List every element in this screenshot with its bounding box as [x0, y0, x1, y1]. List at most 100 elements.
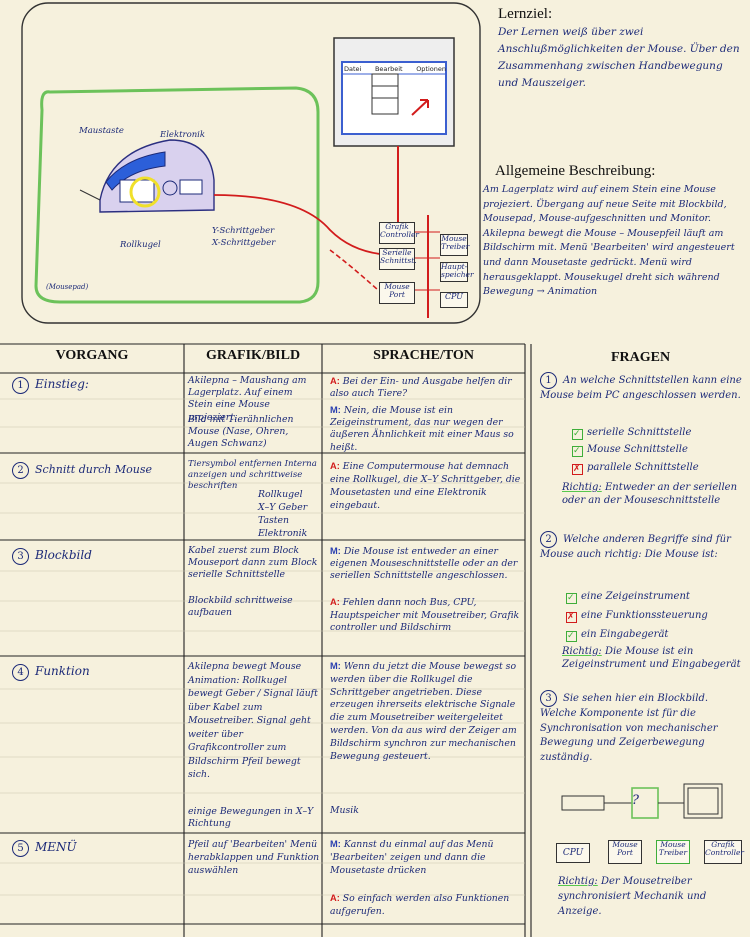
- row-number: 5: [12, 840, 29, 857]
- label-rollkugel: Rollkugel: [120, 240, 161, 250]
- lernziel-title: Lernziel:: [498, 6, 553, 22]
- speaker-m: M:: [330, 661, 341, 671]
- vorgang-label: Funktion: [35, 664, 90, 678]
- frage-question: Sie sehen hier ein Blockbild. Welche Kom…: [540, 693, 718, 763]
- speaker-a: A:: [330, 893, 340, 903]
- table-row-2-sprache-a: A: Eine Computermouse hat demnach eine R…: [330, 460, 522, 512]
- row-number: 1: [12, 377, 29, 394]
- sprache-text: Die Mouse ist entweder an einer eigenen …: [330, 546, 518, 582]
- answer-label: Richtig:: [562, 646, 602, 657]
- table-row-2-grafik-c: X–Y Geber: [258, 502, 308, 513]
- block-hauptspeicher: Haupt­speicher: [440, 262, 474, 282]
- speaker-a: A:: [330, 376, 340, 386]
- frage-2-option-1[interactable]: ✓eine Zeigeinstrument: [566, 590, 690, 604]
- frage-2-option-3[interactable]: ✓ ein Eingabegerät: [566, 628, 668, 642]
- sprache-text: Eine Computermouse hat demnach eine Roll…: [330, 461, 521, 511]
- table-row-3-grafik-b: Blockbild schrittweise aufbauen: [188, 595, 293, 619]
- frage-3-block-mouse-treiber: Mouse Treiber: [656, 840, 690, 864]
- beschreibung-title: Allgemeine Beschreibung:: [495, 163, 656, 179]
- frage-3-block-mouse-port: Mouse Port: [608, 840, 642, 864]
- table-row-5-sprache-b: A: So einfach werden also Funktionen auf…: [330, 892, 522, 918]
- row-number: 3: [12, 548, 29, 565]
- table-row-1-vorgang: 1 Einstieg:: [12, 377, 89, 394]
- menu-optionen: Optionen: [416, 65, 446, 73]
- table-row-5-grafik-a: Pfeil auf 'Bearbeiten' Menü herabklappen…: [188, 839, 320, 876]
- answer-text: Entweder an der seriellen oder an der Mo…: [562, 482, 738, 507]
- speaker-m: M:: [330, 546, 341, 556]
- block-grafik-controller: Grafik Controller: [379, 222, 419, 244]
- frage-3-answer: Richtig: Der Mousetreiber synchronisiert…: [558, 874, 744, 919]
- table-row-3-sprache-a: M: Die Mouse ist entweder an einer eigen…: [330, 545, 522, 583]
- vorgang-label: Einstieg:: [35, 377, 89, 391]
- sprache-text: Bei der Ein- und Ausgabe helfen dir also…: [330, 376, 512, 400]
- frage-1-option-2[interactable]: ✓Mouse Schnittstelle: [572, 443, 688, 457]
- frage-question: An welche Schnittstellen kann eine Mouse…: [540, 375, 742, 401]
- table-row-2-grafik-e: Elektronik: [258, 528, 308, 539]
- frage-3-block-grafik-controller: Grafik Controller: [704, 840, 744, 864]
- block-serielle-schnittstelle: Serielle Schnittst.: [379, 248, 417, 270]
- frage-3-block-cpu: CPU: [556, 843, 590, 863]
- answer-label: Richtig:: [558, 876, 598, 887]
- cross-icon: ✗: [572, 464, 583, 475]
- table-row-4-sprache-musik: Musik: [330, 805, 359, 816]
- sketch-drawing: [21, 2, 481, 324]
- vorgang-label: Blockbild: [35, 548, 92, 562]
- table-row-3-grafik-a: Kabel zuerst zum Block Mouseport dann zu…: [188, 545, 318, 581]
- table-row-2-grafik-a: Tiersymbol entfernen Interna anzeigen un…: [188, 459, 317, 491]
- table-row-4-sprache-a: M: Wenn du jetzt die Mouse bewegst so we…: [330, 660, 522, 763]
- table-row-1-grafik-a: Akilepna – Maushang am Lagerplatz. Auf e…: [188, 375, 307, 423]
- table-row-1-grafik-b: Bild mit Tierähnlichen Mouse (Nase, Ohre…: [188, 414, 294, 450]
- answer-text: Die Mouse ist ein Zeigeinstrument und Ei…: [562, 646, 741, 671]
- frage-1-option-3[interactable]: ✗ parallele Schnittstelle: [572, 461, 699, 475]
- menu-bearbeiten: Bearbeit: [374, 65, 403, 73]
- sprache-text: Fehlen dann noch Bus, CPU, Hauptspeicher…: [330, 597, 520, 633]
- check-icon: ✓: [572, 429, 583, 440]
- check-icon: ✓: [572, 446, 583, 457]
- header-grafik: GRAFIK/BILD: [205, 348, 301, 363]
- option-label: serielle Schnittstelle: [587, 427, 692, 438]
- label-y-schrittgeber: Y-Schrittgeber: [212, 226, 275, 236]
- cross-icon: ✗: [566, 612, 577, 623]
- label-mousepad: (Mousepad): [46, 283, 89, 291]
- sprache-text: Kannst du einmal auf das Menü 'Bearbeite…: [330, 839, 494, 876]
- block-mouse-port: Mouse Port: [379, 282, 415, 304]
- speaker-a: A:: [330, 597, 340, 607]
- menu-datei: Datei: [344, 65, 362, 73]
- beschreibung-text: Am Lagerplatz wird auf einem Stein eine …: [483, 184, 735, 298]
- frage-question: Welche anderen Begriffe sind für Mouse a…: [540, 534, 731, 560]
- header-fragen: FRAGEN: [610, 350, 671, 365]
- frage-1-option-1[interactable]: ✓ serielle Schnittstelle: [572, 426, 691, 440]
- table-grid: [0, 343, 532, 937]
- table-row-5-sprache-a: M: Kannst du einmal auf das Menü 'Bearbe…: [330, 838, 522, 877]
- sprache-text: So einfach werden also Funktionen aufger…: [330, 893, 510, 917]
- table-row-4-grafik-a: Akilepna bewegt Mouse Animation: Rollkug…: [188, 661, 318, 780]
- frage-2-option-2[interactable]: ✗ eine Funktionssteuerung: [566, 609, 708, 623]
- speaker-a: A:: [330, 461, 340, 471]
- block-cpu: CPU: [440, 292, 468, 308]
- label-elektronik: Elektronik: [160, 130, 206, 140]
- sprache-text: Wenn du jetzt die Mouse bewegst so werde…: [330, 661, 517, 762]
- table-row-2-grafik-d: Tasten: [258, 515, 290, 526]
- label-maustaste: Maustaste: [79, 126, 124, 136]
- check-icon: ✓: [566, 631, 577, 642]
- speaker-m: M:: [330, 839, 341, 849]
- frage-number: 3: [540, 690, 557, 707]
- option-label: eine Funktionssteuerung: [581, 610, 708, 621]
- table-row-2-grafik-b: Rollkugel: [258, 489, 303, 500]
- option-label: ein Eingabegerät: [581, 629, 669, 640]
- sprache-text: Nein, die Mouse ist ein Zeigeinstrument,…: [330, 405, 514, 453]
- option-label: parallele Schnittstelle: [587, 462, 699, 473]
- header-sprache: SPRACHE/TON: [373, 348, 474, 363]
- frage-1-answer: Richtig: Entweder an der seriellen oder …: [562, 481, 744, 508]
- lernziel-text: Der Lernen weiß über zwei Anschlußmöglic…: [498, 26, 740, 89]
- frage-3-diagram: [561, 783, 723, 819]
- monitor-menubar: Datei Bearbeit Optionen: [344, 65, 446, 73]
- table-row-3-sprache-b: A: Fehlen dann noch Bus, CPU, Hauptspeic…: [330, 596, 522, 635]
- check-icon: ✓: [566, 593, 577, 604]
- frage-2-answer: Richtig: Die Mouse ist ein Zeigeinstrume…: [562, 645, 744, 672]
- block-mouse-treiber: Mouse Treiber: [440, 234, 469, 256]
